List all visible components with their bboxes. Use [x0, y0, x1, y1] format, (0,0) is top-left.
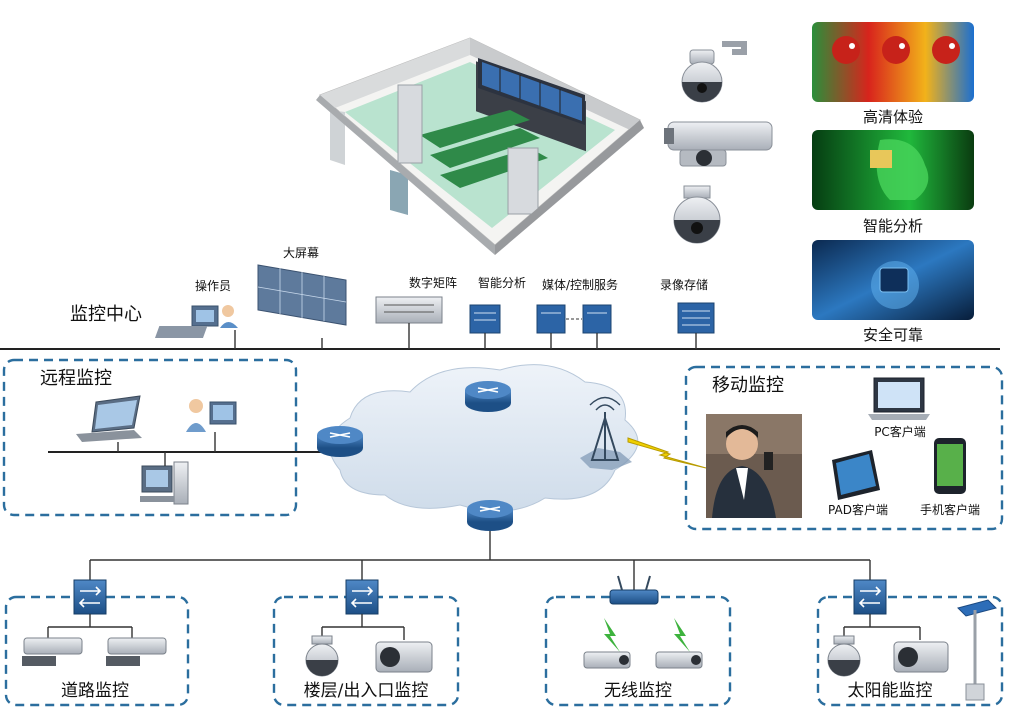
dome-camera-icon — [681, 41, 747, 103]
switch-icon-2 — [345, 579, 379, 615]
solar-dome-camera-icon — [827, 627, 861, 677]
network-cloud — [329, 364, 639, 512]
operator-icon: 操作员 — [191, 278, 238, 349]
remote-monitor-box — [2, 358, 298, 517]
router-icon-bottom — [467, 500, 513, 531]
feature-hd-panel: 高清体验 — [812, 22, 974, 126]
floor-dome-camera-icon — [305, 627, 339, 677]
control-center-title: 监控中心 — [70, 304, 142, 325]
pc-client-label: PC客户端 — [874, 424, 926, 439]
dome-camera-icon-2 — [673, 185, 721, 244]
control-room-illustration — [316, 37, 644, 255]
feature-smart-label: 智能分析 — [863, 217, 923, 235]
big-screen-icon: 大屏幕 — [154, 246, 347, 349]
phone-client-label: 手机客户端 — [920, 502, 980, 517]
road-camera-icon-2 — [106, 627, 167, 666]
solar-box-camera-icon — [893, 627, 949, 673]
road-camera-icon-1 — [22, 627, 83, 666]
operator-label: 操作员 — [195, 278, 231, 293]
wireless-signal-icon-2 — [674, 618, 690, 652]
pad-client-icon: PAD客户端 — [828, 450, 888, 517]
router-icon — [465, 381, 511, 412]
router-icon-left — [317, 426, 363, 457]
solar-panel-pole-icon — [957, 599, 997, 701]
site-solar-label: 太阳能监控 — [848, 681, 933, 701]
wireless-signal-icon-1 — [604, 618, 620, 652]
desktop-pc-icon — [140, 452, 189, 505]
mobile-monitor-box — [684, 365, 1004, 531]
wireless-camera-icon-1 — [583, 651, 631, 669]
workstation-icon — [186, 399, 237, 452]
analysis-label: 智能分析 — [478, 275, 526, 290]
mobile-title: 移动监控 — [712, 375, 784, 396]
feature-smart-panel: 智能分析 — [812, 130, 974, 235]
digital-matrix-icon: 数字矩阵 — [375, 275, 457, 349]
big-screen-label: 大屏幕 — [283, 246, 319, 260]
bullet-camera-icon — [664, 121, 773, 167]
laptop-icon — [76, 395, 142, 452]
switch-icon — [73, 579, 107, 615]
analysis-server-icon: 智能分析 — [469, 275, 526, 349]
antenna-tower-icon — [580, 396, 632, 470]
feature-secure-label: 安全可靠 — [863, 326, 923, 344]
feature-hd-label: 高清体验 — [863, 108, 923, 126]
switch-icon-4 — [853, 579, 887, 615]
feature-secure-panel: 安全可靠 — [812, 240, 974, 344]
storage-server-icon: 录像存储 — [660, 277, 715, 349]
phone-client-icon: 手机客户端 — [920, 438, 980, 517]
businessman-photo — [706, 414, 802, 518]
site-solar-box — [816, 595, 1004, 707]
pc-client-icon: PC客户端 — [868, 377, 930, 439]
wireless-ap-icon — [609, 575, 659, 605]
site-floor-label: 楼层/出入口监控 — [304, 681, 429, 701]
media-server-icon: 媒体/控制服务 — [536, 277, 618, 349]
site-road-label: 道路监控 — [61, 681, 129, 701]
matrix-label: 数字矩阵 — [409, 275, 457, 290]
media-label: 媒体/控制服务 — [542, 277, 618, 292]
wireless-lightning-icon — [627, 437, 707, 469]
wireless-camera-icon-2 — [655, 651, 703, 669]
pad-client-label: PAD客户端 — [828, 502, 888, 517]
site-wireless-label: 无线监控 — [604, 681, 672, 701]
remote-title: 远程监控 — [40, 368, 112, 389]
floor-box-camera-icon — [375, 627, 433, 673]
storage-label: 录像存储 — [660, 277, 708, 292]
